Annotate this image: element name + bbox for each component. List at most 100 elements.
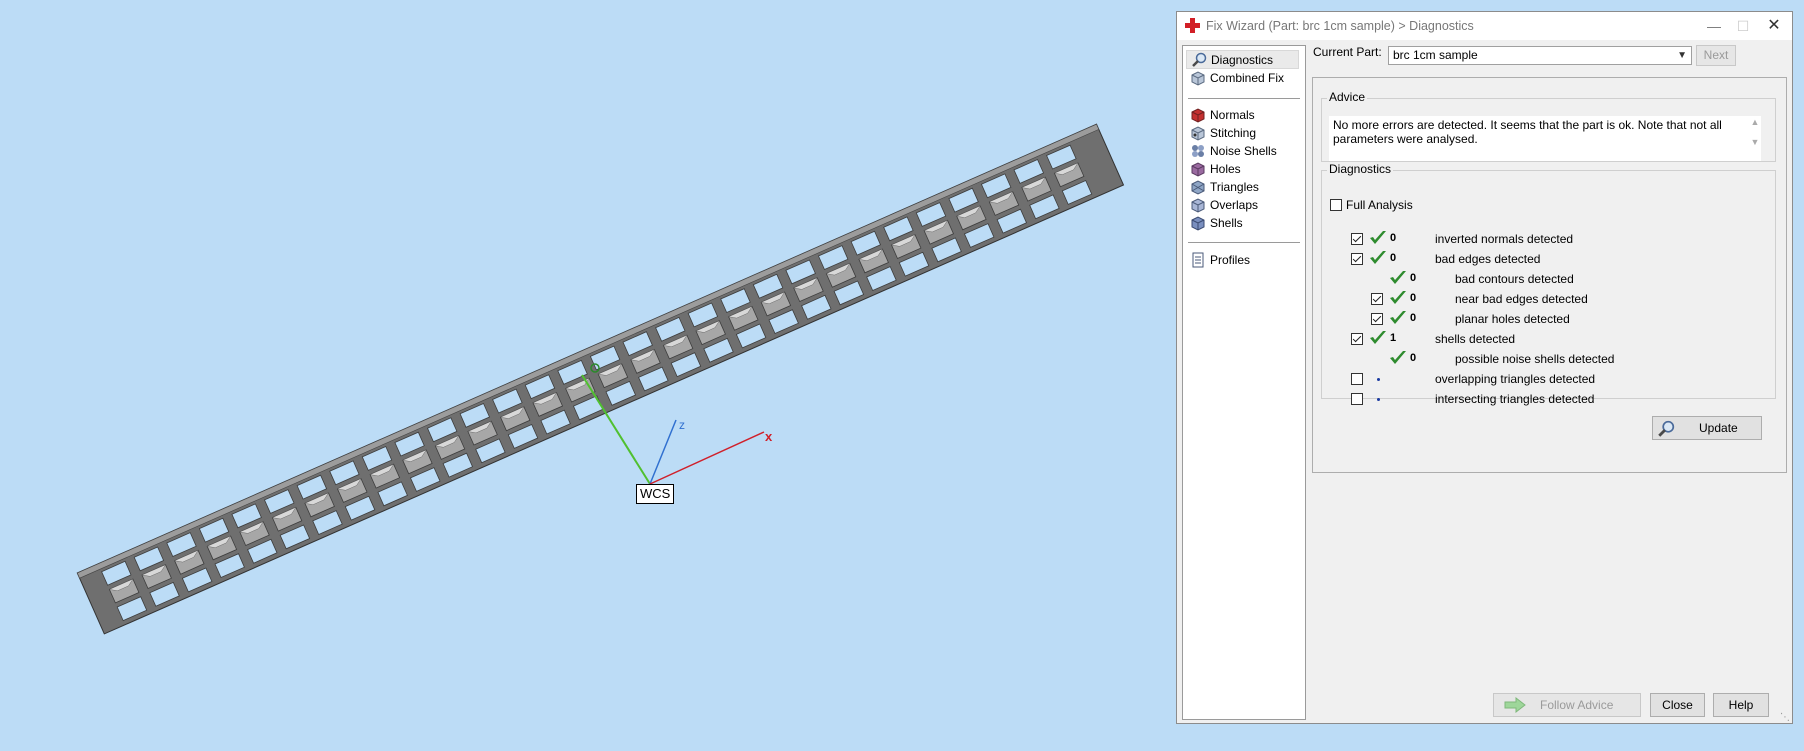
part-window-cell: [883, 216, 914, 242]
arrow-right-icon: [1504, 697, 1526, 713]
update-button[interactable]: Update: [1652, 416, 1762, 440]
diagnostic-label: possible noise shells detected: [1455, 352, 1615, 366]
advice-scrollbar[interactable]: ▲▼: [1750, 117, 1760, 147]
nav-item-label: Diagnostics: [1211, 52, 1274, 67]
part-window-cell: [898, 251, 930, 277]
part-window-cell: [377, 481, 408, 507]
part-facet-highlight: [956, 205, 981, 218]
minimize-button[interactable]: —: [1707, 18, 1721, 34]
part-facet-highlight: [239, 521, 264, 534]
part-window-cell: [655, 316, 686, 342]
part-window-cell: [752, 273, 784, 299]
part-window-cell: [850, 230, 882, 256]
part-facet-highlight: [727, 305, 753, 319]
part-facet-highlight: [532, 392, 558, 405]
title-bar[interactable]: Fix Wizard (Part: brc 1cm sample) > Diag…: [1177, 12, 1792, 40]
part-window-cell: [442, 452, 474, 478]
part-window-cell: [133, 546, 165, 572]
current-part-value: brc 1cm sample: [1393, 48, 1478, 62]
diagnostic-checkbox[interactable]: [1351, 393, 1363, 405]
part-facet-highlight: [662, 334, 688, 348]
nav-item-holes[interactable]: Holes: [1186, 159, 1303, 178]
part-facet-highlight: [1021, 176, 1046, 190]
part-facet-highlight: [336, 478, 362, 491]
part-facet-highlight: [564, 377, 590, 391]
part-window-cell: [996, 208, 1028, 234]
part-model: zx: [76, 123, 1125, 635]
diagnostic-checkbox[interactable]: [1351, 333, 1363, 345]
part-window-cell: [687, 302, 719, 328]
y-axis-line: [581, 374, 651, 485]
window-title: Fix Wizard (Part: brc 1cm sample) > Diag…: [1206, 19, 1474, 33]
part-window-cell: [524, 374, 556, 400]
part-window-cell: [492, 388, 523, 414]
part-window-cell: [1046, 144, 1077, 170]
part-window-cell: [589, 345, 621, 371]
nav-item-label: Combined Fix: [1210, 70, 1285, 85]
part-facet-highlight: [825, 262, 851, 276]
check-icon: [1370, 251, 1386, 264]
update-label: Update: [1699, 421, 1738, 435]
part-window-cell: [638, 366, 669, 392]
pending-dot-icon: [1377, 378, 1380, 381]
nav-item-overlaps[interactable]: Overlaps: [1186, 195, 1303, 214]
part-window-cell: [948, 187, 979, 213]
check-icon: [1370, 231, 1386, 244]
nav-item-combined-fix[interactable]: Combined Fix: [1186, 68, 1303, 87]
part-facet-highlight: [271, 506, 297, 520]
part-facet-highlight: [760, 291, 786, 305]
pending-dot-icon: [1377, 398, 1380, 401]
diagnostic-count: 0: [1410, 312, 1417, 324]
diagnostic-checkbox[interactable]: [1371, 313, 1383, 325]
advice-group: [1321, 98, 1776, 162]
part-window-cell: [101, 560, 132, 586]
part-facet-highlight: [597, 363, 623, 376]
red-cross-icon: [1185, 18, 1200, 33]
part-window-cell: [116, 596, 148, 622]
diagnostic-checkbox[interactable]: [1351, 373, 1363, 385]
nav-item-triangles[interactable]: Triangles: [1186, 177, 1303, 196]
diagnostic-checkbox[interactable]: [1351, 253, 1363, 265]
diagnostic-count: 0: [1410, 292, 1417, 304]
nav-item-noise-shells[interactable]: Noise Shells: [1186, 141, 1303, 160]
fix-wizard-dialog: Fix Wizard (Part: brc 1cm sample) > Diag…: [1176, 11, 1793, 724]
part-window-cell: [720, 288, 751, 314]
z-axis-label: z: [679, 418, 685, 432]
nav-item-label: Noise Shells: [1210, 143, 1277, 158]
part-facet-highlight: [434, 435, 460, 448]
part-window-cell: [931, 237, 962, 263]
diagnostic-checkbox[interactable]: [1351, 233, 1363, 245]
part-window-cell: [361, 445, 393, 471]
part-facet-highlight: [402, 449, 427, 462]
current-part-select[interactable]: brc 1cm sample ▼: [1388, 46, 1692, 65]
close-button[interactable]: Close: [1650, 693, 1705, 717]
nav-item-label: Profiles: [1210, 252, 1251, 267]
part-window-cell: [263, 489, 295, 514]
diagnostics-group: [1321, 170, 1776, 399]
nav-item-diagnostics[interactable]: Diagnostics: [1186, 50, 1299, 69]
part-window-cell: [247, 538, 278, 564]
nav-item-profiles[interactable]: Profiles: [1186, 250, 1303, 269]
part-facet-highlight: [369, 463, 395, 477]
nav-item-shells[interactable]: Shells: [1186, 213, 1303, 232]
next-button[interactable]: Next: [1696, 45, 1736, 66]
diagnostic-count: 1: [1390, 332, 1397, 344]
check-icon: [1390, 311, 1406, 324]
nav-item-label: Normals: [1210, 107, 1255, 122]
nav-item-stitching[interactable]: Stitching: [1186, 123, 1303, 142]
diagnostic-count: 0: [1390, 252, 1397, 264]
follow-advice-button[interactable]: Follow Advice: [1493, 693, 1641, 717]
maximize-button[interactable]: ☐: [1736, 18, 1750, 34]
diagnostic-checkbox[interactable]: [1371, 293, 1383, 305]
part-window-cell: [703, 337, 734, 363]
profiles-icon: [1192, 252, 1204, 267]
check-icon: [1390, 291, 1406, 304]
close-window-button[interactable]: ✕: [1767, 17, 1781, 34]
part-window-cell: [279, 524, 311, 550]
help-button[interactable]: Help: [1713, 693, 1769, 717]
nav-item-normals[interactable]: Normals: [1186, 105, 1303, 124]
full-analysis-checkbox[interactable]: [1330, 199, 1342, 211]
diagnostic-label: bad edges detected: [1435, 252, 1541, 266]
resize-grip[interactable]: ⋱: [1780, 712, 1790, 723]
